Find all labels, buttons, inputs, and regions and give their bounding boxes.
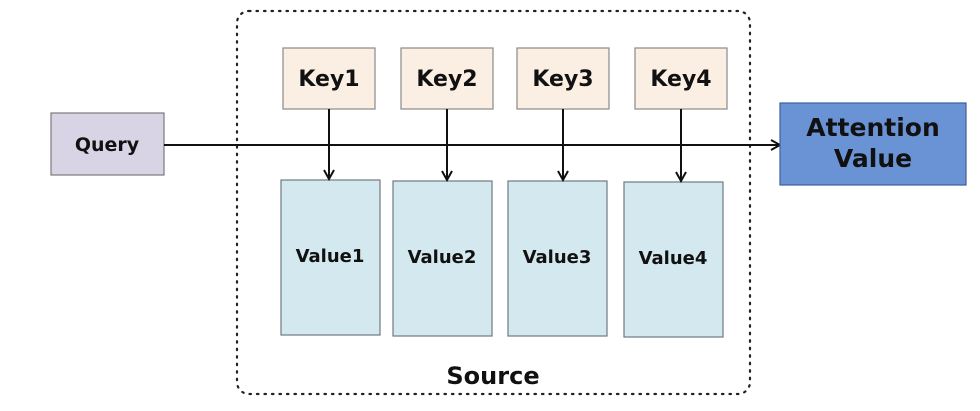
value-label-3: Value3 [523,247,592,268]
attention-value-label-line2: Value [834,144,912,173]
key-label-2: Key2 [416,67,477,92]
query-label: Query [75,134,140,156]
value-label-2: Value2 [408,247,477,268]
value-label-4: Value4 [639,248,708,269]
value-box-1 [280,179,381,336]
query-box [50,112,165,176]
source-label: Source [446,362,539,390]
key-node-4: Key4 [634,47,728,110]
key-label-1: Key1 [298,67,359,92]
key-node-2: Key2 [400,47,494,110]
key-label-3: Key3 [532,67,593,92]
value-label-1: Value1 [296,246,365,267]
value-node-4: Value4 [623,181,724,338]
key-node-3: Key3 [516,47,610,110]
value-box-3 [507,180,608,337]
query-node: Query [50,112,165,176]
key-label-4: Key4 [650,67,711,92]
attention-value-label-line1: Attention [806,113,940,142]
value-node-2: Value2 [392,180,493,337]
key-node-1: Key1 [282,47,376,110]
key-box-2 [400,47,494,110]
value-node-3: Value3 [507,180,608,337]
value-box-2 [392,180,493,337]
attention-value-node: Attention Value [779,102,967,186]
value-box-4 [623,181,724,338]
attention-value-box [779,102,967,186]
key-box-3 [516,47,610,110]
value-node-1: Value1 [280,179,381,336]
key-box-1 [282,47,376,110]
